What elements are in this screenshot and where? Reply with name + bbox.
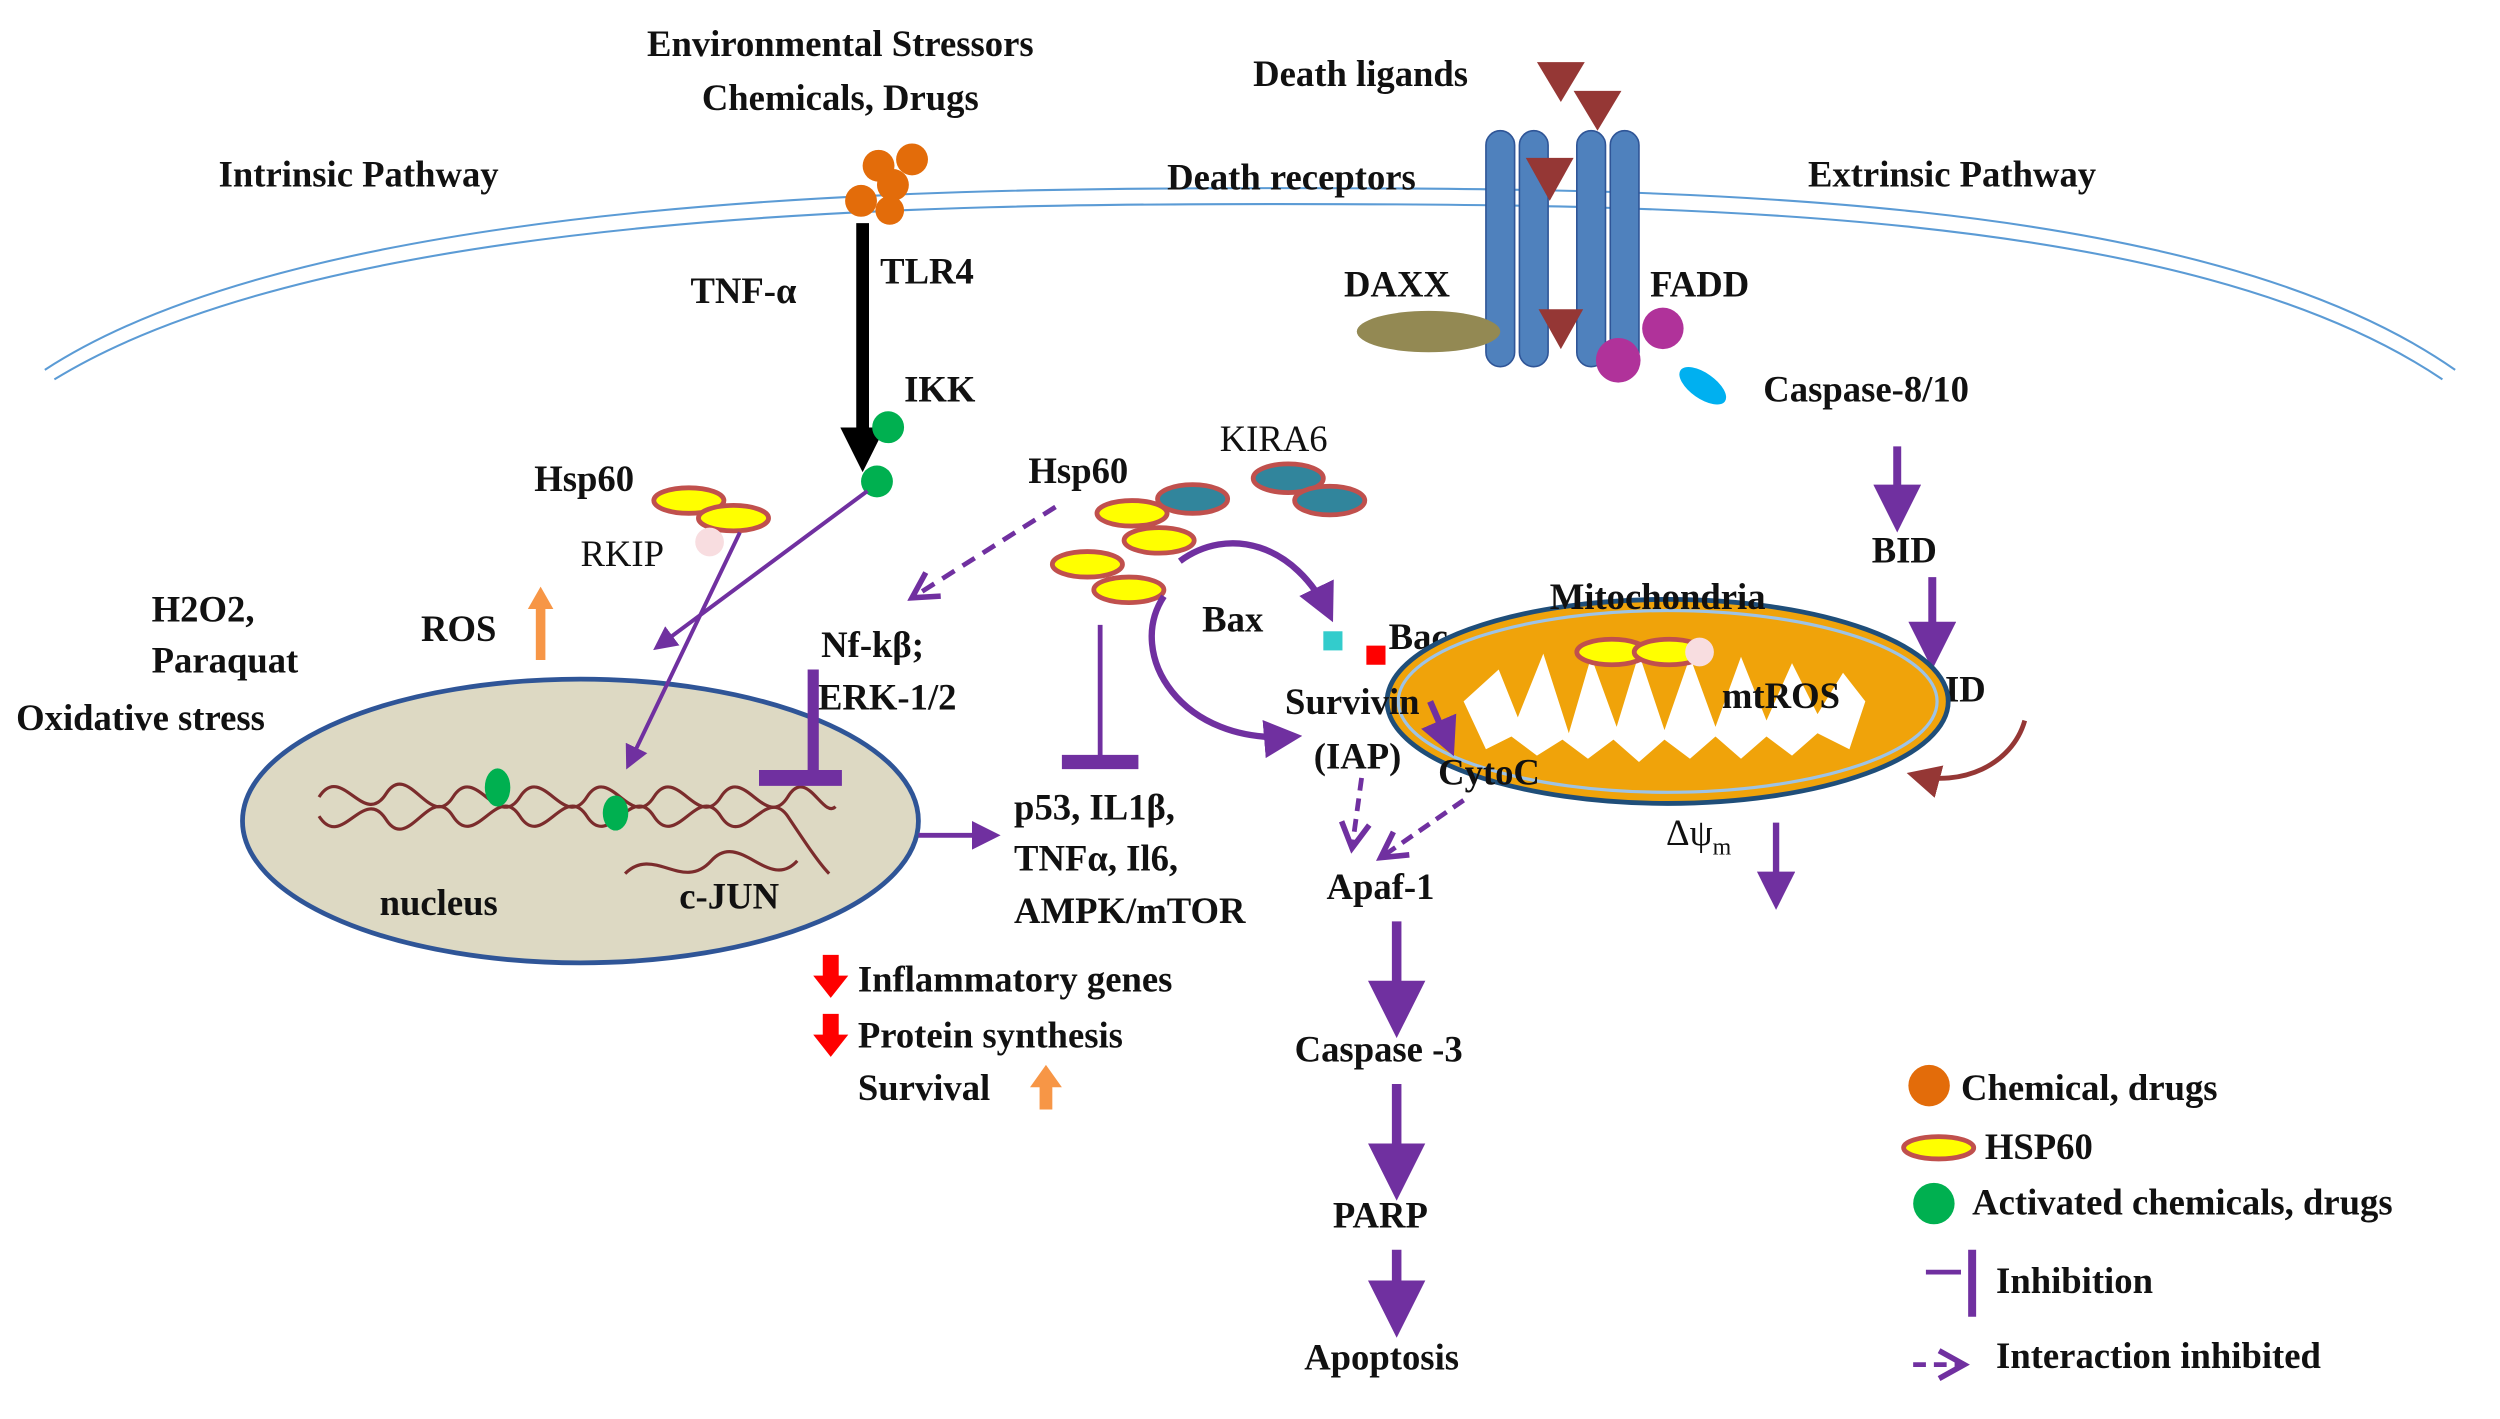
targets-line1: p53, IL1β, [1014, 786, 1175, 827]
extrinsic-pathway-label: Extrinsic Pathway [1808, 154, 2096, 195]
legend-hsp60-swatch [1901, 1134, 1977, 1162]
hsp60-rkip-to-nucleus-arrow [625, 531, 742, 770]
stressors-subtitle: Chemicals, Drugs [702, 77, 979, 118]
survival-label: Survival [858, 1067, 990, 1108]
fadd-shape-a [1595, 337, 1641, 383]
protein-synthesis-label: Protein synthesis [858, 1014, 1123, 1055]
protein-synthesis-down-arrow [813, 1013, 849, 1057]
hsp60-to-nfkb-dashed-arrow [912, 504, 1057, 598]
daxx-shape [1356, 310, 1501, 353]
death-ligands-label: Death ligands [1253, 53, 1468, 94]
delta-psi-label: Δψm [1666, 812, 1732, 861]
daxx-label: DAXX [1344, 264, 1450, 305]
parp-label: PARP [1333, 1194, 1428, 1235]
bid-label: BID [1872, 530, 1937, 571]
tlr4-label: TLR4 [880, 251, 974, 292]
tbid-to-mito-arrow [1906, 719, 2028, 798]
nfkb-label: Nf-kβ; [821, 624, 924, 665]
survivin-label: Survivin [1285, 681, 1419, 722]
legend-interaction-label: Interaction inhibited [1996, 1335, 2321, 1376]
bac-square-marker [1366, 645, 1386, 665]
tnf-alpha-label: TNF-α [690, 270, 797, 311]
caspase3-label: Caspase -3 [1295, 1029, 1463, 1070]
legend-chemical-label: Chemical, drugs [1961, 1067, 2218, 1108]
chemical-molecule-cluster [845, 143, 928, 225]
rkip-shape [695, 527, 724, 557]
bax-lower-arc-arrow [1148, 594, 1303, 759]
ikk-label: IKK [904, 369, 976, 410]
mtros-label: mtROS [1722, 675, 1840, 716]
survival-up-arrow [1030, 1064, 1062, 1110]
activated-molecule-nucleus-b [602, 795, 629, 831]
erk-label: ERK-1/2 [818, 676, 956, 717]
legend-activated-swatch [1913, 1182, 1955, 1225]
legend: Chemical, drugs HSP60 Activated chemical… [1901, 1064, 2393, 1376]
bax-upper-arc-arrow [1177, 540, 1334, 623]
cytoc-label: CytoC [1438, 751, 1540, 792]
kira6-label: KIRA6 [1220, 418, 1328, 459]
intrinsic-pathway-label: Intrinsic Pathway [219, 154, 499, 195]
cytoc-to-apaf1-dashed-arrow [1381, 798, 1465, 857]
bax-square-marker [1323, 631, 1343, 651]
ikk-to-nucleus-arrow [653, 489, 869, 651]
death-ligand-triangles [1525, 62, 1622, 350]
legend-inhibition-label: Inhibition [1996, 1260, 2153, 1301]
ros-up-arrow [527, 586, 554, 660]
hsp60-center-label: Hsp60 [1028, 450, 1128, 491]
rkip-label: RKIP [580, 533, 664, 574]
nucleus-shape [240, 676, 921, 966]
death-receptor-complex [1485, 129, 1640, 368]
fadd-shape-b [1642, 307, 1684, 350]
inflammatory-down-arrow [813, 954, 849, 998]
targets-line2: TNFα, Il6, [1014, 837, 1178, 878]
ros-label: ROS [421, 608, 496, 649]
fadd-label: FADD [1650, 264, 1749, 305]
death-receptors-label: Death receptors [1167, 157, 1416, 198]
dna-strands [317, 782, 837, 875]
bax-label: Bax [1202, 598, 1264, 639]
h2o2-label: H2O2, [152, 589, 255, 630]
oxidative-stress-label: Oxidative stress [16, 697, 265, 738]
apoptosis-label: Apoptosis [1304, 1336, 1459, 1377]
targets-line3: AMPK/mTOR [1014, 890, 1246, 931]
hsp60-left-cluster [651, 485, 771, 534]
caspase-8-shape [1679, 367, 1727, 405]
activated-molecule-ikk-lower [861, 465, 893, 498]
hsp60-left-label: Hsp60 [534, 458, 634, 499]
stressors-title: Environmental Stressors [647, 23, 1034, 64]
legend-chemical-swatch [1908, 1064, 1950, 1107]
survivin-to-apaf1-dashed-arrow [1352, 777, 1362, 848]
caspase-8-10-label: Caspase-8/10 [1763, 369, 1969, 410]
nucleus-label: nucleus [380, 882, 498, 923]
cell-membrane [44, 187, 2456, 381]
hsp60-center-cluster [1049, 498, 1197, 605]
legend-hsp60-label: HSP60 [1985, 1126, 2093, 1167]
c-jun-label: c-JUN [679, 876, 779, 917]
activated-molecule-nucleus-a [484, 768, 511, 807]
mito-to-cytoc-arrow [1421, 700, 1457, 757]
apaf1-label: Apaf-1 [1327, 866, 1435, 907]
legend-activated-label: Activated chemicals, drugs [1972, 1182, 2392, 1223]
activated-molecule-ikk [872, 411, 905, 444]
rkip-mito-shape [1685, 637, 1714, 667]
mitochondria-shape [1384, 597, 1951, 806]
paraquat-label: Paraquat [152, 640, 299, 681]
kira6-molecules [1155, 461, 1368, 518]
mitochondria-label: Mitochondria [1550, 576, 1766, 617]
inflammatory-genes-label: Inflammatory genes [858, 959, 1173, 1000]
iap-label: (IAP) [1314, 735, 1402, 776]
